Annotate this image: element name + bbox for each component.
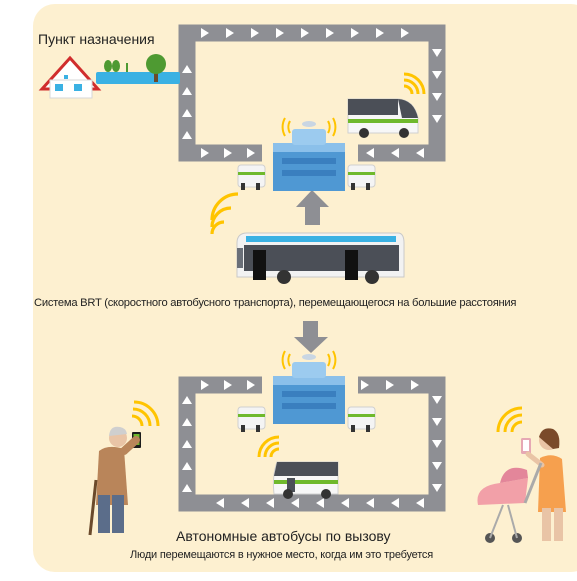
route-direction-arrow xyxy=(416,498,424,508)
bus-icon xyxy=(347,406,376,432)
route-direction-arrow xyxy=(432,484,442,492)
stroller-icon xyxy=(477,462,543,543)
route-direction-arrow xyxy=(432,93,442,101)
route-direction-arrow xyxy=(366,148,374,158)
route-direction-arrow xyxy=(182,396,192,404)
route-direction-arrow xyxy=(376,28,384,38)
route-direction-arrow xyxy=(224,380,232,390)
bus-icon xyxy=(237,406,266,432)
route-direction-arrow xyxy=(201,28,209,38)
route-direction-arrow xyxy=(391,148,399,158)
station-icon xyxy=(273,350,345,424)
route-direction-arrow xyxy=(182,440,192,448)
route-direction-arrow xyxy=(182,65,192,73)
mother-person-icon xyxy=(477,406,566,543)
route-direction-arrow xyxy=(247,148,255,158)
route-direction-arrow xyxy=(216,498,224,508)
route-direction-arrow xyxy=(182,87,192,95)
on-demand-buses-label: Автономные автобусы по вызову xyxy=(176,528,391,544)
tree-icon xyxy=(104,60,128,72)
route-direction-arrow xyxy=(432,462,442,470)
route-direction-arrow xyxy=(182,109,192,117)
route-direction-arrow xyxy=(226,28,234,38)
route-direction-arrow xyxy=(366,498,374,508)
route-direction-arrow xyxy=(301,28,309,38)
autonomous-bus-icon xyxy=(347,72,426,138)
route-direction-arrow xyxy=(201,148,209,158)
brt-system-label: Система BRT (скоростного автобусного тра… xyxy=(34,297,517,309)
destination-scene xyxy=(38,54,180,99)
route-direction-arrow xyxy=(182,462,192,470)
bottom-route-loop xyxy=(178,376,446,512)
route-direction-arrow xyxy=(432,71,442,79)
route-direction-arrow xyxy=(432,418,442,426)
route-direction-arrow xyxy=(432,440,442,448)
route-direction-arrow xyxy=(316,498,324,508)
autonomous-bus-icon xyxy=(257,435,339,499)
route-direction-arrow xyxy=(291,498,299,508)
tree-icon xyxy=(146,54,166,82)
down-arrow-to-station xyxy=(294,321,328,353)
up-arrow-to-station xyxy=(296,190,329,225)
route-direction-arrow xyxy=(401,28,409,38)
route-direction-arrow xyxy=(416,148,424,158)
destination-label: Пункт назначения xyxy=(38,31,155,47)
route-direction-arrow xyxy=(432,115,442,123)
route-direction-arrow xyxy=(224,148,232,158)
route-direction-arrow xyxy=(351,28,359,38)
route-direction-arrow xyxy=(251,28,259,38)
route-direction-arrow xyxy=(386,380,394,390)
route-direction-arrow xyxy=(276,28,284,38)
route-direction-arrow xyxy=(182,484,192,492)
route-direction-arrow xyxy=(201,380,209,390)
route-direction-arrow xyxy=(432,396,442,404)
route-direction-arrow xyxy=(266,498,274,508)
brt-bus-icon xyxy=(210,192,405,284)
top-route-loop xyxy=(178,24,446,162)
route-direction-arrow xyxy=(247,380,255,390)
route-direction-arrow xyxy=(432,49,442,57)
people-move-caption: Люди перемещаются в нужное место, когда … xyxy=(130,549,433,561)
route-direction-arrow xyxy=(326,28,334,38)
route-direction-arrow xyxy=(391,498,399,508)
bus-icon xyxy=(347,164,376,190)
station-icon xyxy=(273,117,345,191)
route-direction-arrow xyxy=(182,131,192,139)
house-icon xyxy=(38,55,102,99)
route-direction-arrow xyxy=(182,418,192,426)
elderly-person-icon xyxy=(88,400,160,536)
route-direction-arrow xyxy=(361,380,369,390)
route-direction-arrow xyxy=(241,498,249,508)
route-direction-arrow xyxy=(411,380,419,390)
route-direction-arrow xyxy=(341,498,349,508)
bus-icon xyxy=(237,164,266,190)
